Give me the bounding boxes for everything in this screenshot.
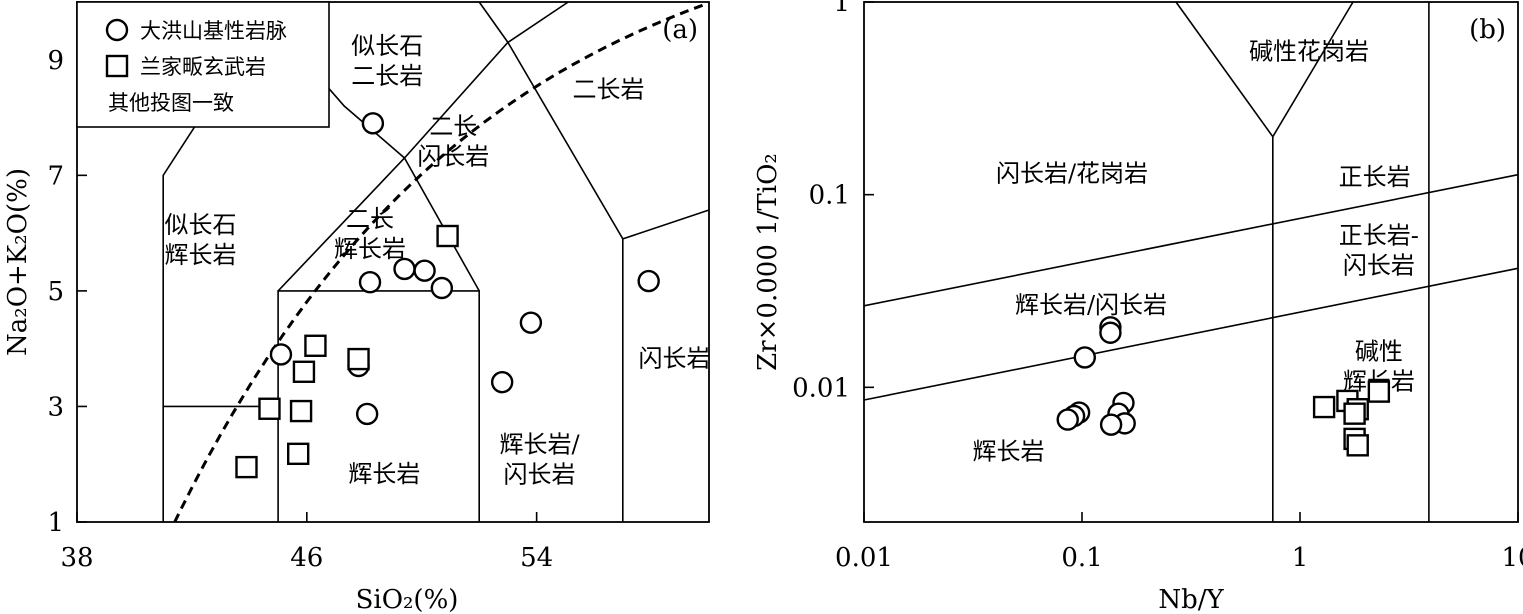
panel-b-ytick-label-0: 0.01 bbox=[792, 373, 850, 403]
panel-a-point-circle-0 bbox=[361, 112, 385, 135]
alkaline-subalkaline-dashed-line bbox=[173, 1, 710, 523]
legend-marker-circle bbox=[105, 18, 129, 42]
panel-b-point-circle-1 bbox=[1099, 321, 1122, 344]
panel-a-point-square-1 bbox=[304, 334, 327, 357]
field-label-1-line-0: 二长岩 bbox=[572, 76, 644, 104]
panel-b-x-axis-label: Nb/Y bbox=[1158, 585, 1224, 614]
field-label-2-line-0: 正长岩 bbox=[1339, 163, 1411, 191]
panel-a-y-axis-label: Na₂O+K₂O(%) bbox=[3, 168, 33, 356]
panel-b-point-circle-2 bbox=[1073, 346, 1096, 369]
tas-boundary-5 bbox=[622, 209, 710, 240]
panel-a-point-square-4 bbox=[258, 397, 281, 420]
panel-a-x-axis-label: SiO₂(%) bbox=[356, 585, 459, 614]
panel-b-xtick-label-0: 0.01 bbox=[835, 543, 893, 573]
panel-a-point-square-0 bbox=[436, 224, 459, 248]
panel-a-xtick-label-1: 46 bbox=[290, 543, 323, 573]
field-label-3-line-1: 辉长岩 bbox=[165, 241, 237, 269]
tas-boundary-7 bbox=[478, 1, 509, 43]
field-label-3-line-0: 似长石 bbox=[165, 211, 237, 239]
panel-a-ytick-label-4: 9 bbox=[47, 46, 64, 76]
panel-a-point-circle-4 bbox=[430, 276, 454, 300]
field-label-4-line-0: 二长 bbox=[346, 205, 394, 233]
tas-boundary-6 bbox=[507, 1, 569, 44]
nby-boundary-5 bbox=[1272, 1, 1354, 138]
field-label-5-line-0: 闪长岩 bbox=[639, 344, 711, 372]
panel-a-ytick-label-1: 3 bbox=[47, 392, 64, 422]
field-label-1-line-0: 闪长岩/花岗岩 bbox=[996, 160, 1148, 188]
panel-b-xtick-label-2: 1 bbox=[1292, 543, 1309, 573]
field-label-3-line-1: 闪长岩 bbox=[1343, 251, 1415, 279]
field-label-6-line-0: 辉长岩/ bbox=[499, 430, 580, 458]
panel-a-ytick-label-2: 5 bbox=[47, 277, 64, 307]
field-label-4-line-1: 辉长岩 bbox=[334, 235, 406, 263]
panel-b-point-circle-6 bbox=[1099, 413, 1123, 436]
panel-b-point-square-6 bbox=[1346, 434, 1369, 457]
field-label-0-line-0: 似长石 bbox=[351, 32, 423, 60]
panel-b-point-circle-9 bbox=[1056, 408, 1079, 431]
field-label-0-line-0: 碱性花岗岩 bbox=[1249, 38, 1369, 66]
field-label-6-line-1: 闪长岩 bbox=[504, 460, 576, 488]
panel-a-point-circle-10 bbox=[637, 269, 660, 293]
panel-b-frame bbox=[863, 1, 1519, 523]
field-label-5-line-0: 碱性 bbox=[1355, 337, 1403, 365]
panel-a-xtick-label-0: 38 bbox=[60, 543, 93, 573]
panel-b-nby-diagram: 0.01 0.1 1 10 0.01 0.1 1Nb/Y Zr×0.000 1/TiO₂ (b)… bbox=[753, 0, 1523, 614]
panel-a-point-square-2 bbox=[347, 347, 370, 371]
panel-a-point-square-5 bbox=[289, 399, 313, 423]
field-label-6-line-0: 辉长岩 bbox=[972, 438, 1044, 466]
legend-entry-label-0: 大洪山基性岩脉 bbox=[140, 19, 287, 43]
panel-a-ytick-label-0: 1 bbox=[47, 508, 64, 538]
panel-a-point-square-3 bbox=[292, 360, 316, 383]
panel-b-point-square-0 bbox=[1367, 380, 1391, 403]
field-label-7-line-0: 辉长岩 bbox=[348, 460, 420, 488]
panel-a-ytick-label-3: 7 bbox=[47, 161, 64, 191]
panel-a-frame bbox=[76, 1, 710, 523]
nby-boundary-1 bbox=[863, 173, 1519, 307]
panel-a-point-circle-5 bbox=[269, 343, 293, 366]
panel-a-xtick-label-2: 54 bbox=[520, 543, 553, 573]
panel-a-point-circle-3 bbox=[413, 259, 436, 282]
field-label-0-line-1: 二长岩 bbox=[351, 62, 423, 90]
panel-a-point-circle-9 bbox=[519, 311, 543, 334]
legend-entry-label-2: 其他投图一致 bbox=[108, 91, 234, 115]
panel-b-point-square-2 bbox=[1312, 395, 1336, 419]
nby-boundary-4 bbox=[1175, 1, 1274, 138]
panel-a-point-circle-1 bbox=[358, 271, 382, 294]
panel-b-label: (b) bbox=[1469, 15, 1506, 45]
nby-boundary-0 bbox=[863, 267, 1519, 401]
field-label-3-line-0: 正长岩- bbox=[1339, 221, 1419, 249]
panel-a-point-circle-8 bbox=[490, 370, 514, 394]
panel-a-point-circle-2 bbox=[393, 257, 416, 281]
legend-marker-square bbox=[105, 54, 129, 78]
legend-entry-label-1: 兰家畈玄武岩 bbox=[140, 55, 266, 79]
panel-a-point-circle-7 bbox=[355, 402, 379, 426]
panel-b-ytick-label-2: 1 bbox=[833, 0, 850, 18]
panel-a-point-square-6 bbox=[287, 442, 310, 466]
panel-b-ytick-label-1: 0.1 bbox=[809, 181, 850, 211]
panel-b-y-axis-label: Zr×0.000 1/TiO₂ bbox=[753, 153, 783, 371]
panel-b-point-square-4 bbox=[1343, 402, 1366, 425]
panel-a-point-square-7 bbox=[235, 455, 258, 479]
field-label-2-line-0: 二长 bbox=[429, 113, 477, 141]
tas-boundary-4 bbox=[403, 41, 624, 522]
field-label-4-line-0: 辉长岩/闪长岩 bbox=[1015, 291, 1167, 319]
panel-b-xtick-label-1: 0.1 bbox=[1061, 543, 1102, 573]
panel-b-xtick-label-3: 10 bbox=[1501, 543, 1523, 573]
field-label-2-line-1: 闪长岩 bbox=[417, 143, 489, 171]
panel-a-label: (a) bbox=[662, 15, 698, 45]
